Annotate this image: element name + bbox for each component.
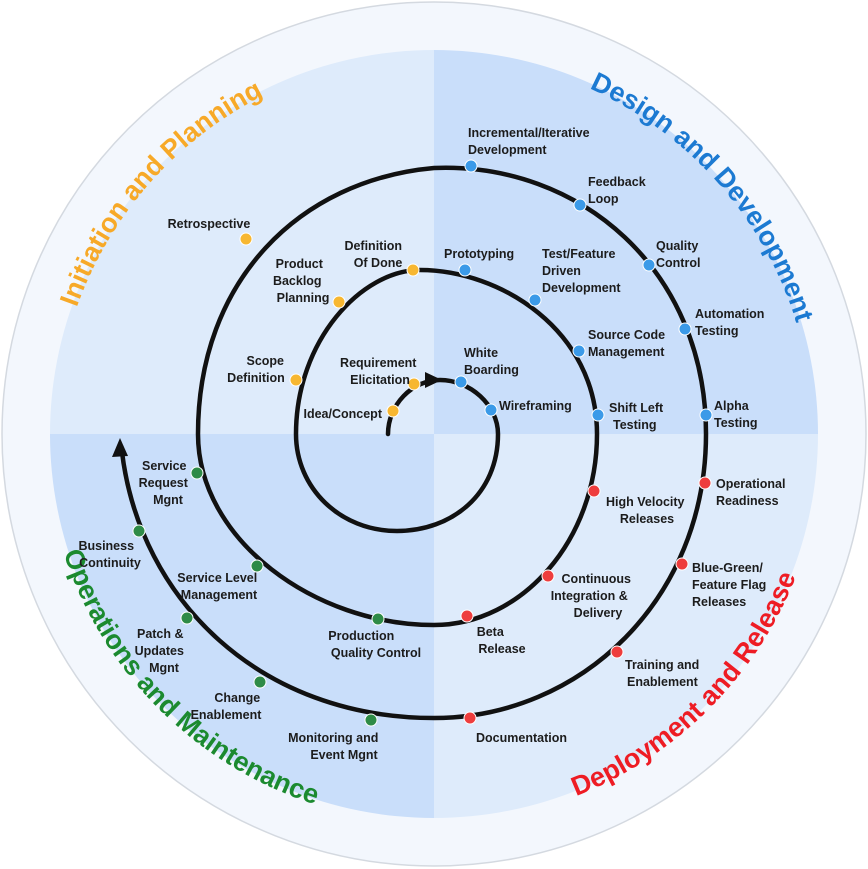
node-documentation — [463, 711, 477, 725]
node-definition-done — [406, 263, 420, 277]
node-service-level — [250, 559, 264, 573]
label-change-enablement: Change Enablement — [191, 691, 264, 722]
node-patch-updates — [180, 611, 194, 625]
node-test-feature — [528, 293, 542, 307]
node-production-qc — [371, 612, 385, 626]
label-patch-updates: Patch & Updates Mgnt — [135, 627, 188, 675]
label-automation-testing: Automation Testing — [695, 307, 768, 338]
node-requirement — [407, 377, 421, 391]
node-change-enablement — [253, 675, 267, 689]
label-documentation: Documentation — [476, 731, 567, 745]
label-source-code: Source Code Management — [588, 328, 669, 359]
label-operational-readiness: Operational Readiness — [716, 477, 789, 508]
node-operational-readiness — [698, 476, 712, 490]
label-training: Training and Enablement — [625, 658, 703, 689]
label-test-feature: Test/Feature Driven Development — [542, 247, 621, 295]
label-production-qc: Production Quality Control — [328, 629, 421, 660]
node-prototyping — [458, 263, 472, 277]
label-prototyping: Prototyping — [444, 247, 514, 261]
node-monitoring — [364, 713, 378, 727]
node-high-velocity — [587, 484, 601, 498]
label-beta-release: Beta Release — [477, 625, 526, 656]
node-automation-testing — [678, 322, 692, 336]
label-quality-control: Quality Control — [656, 239, 702, 270]
label-white-boarding: White Boarding — [464, 346, 519, 377]
node-idea — [386, 404, 400, 418]
label-high-velocity: High Velocity Releases — [606, 495, 688, 526]
node-beta-release — [460, 609, 474, 623]
label-service-level: Service Level Management — [177, 571, 260, 602]
spiral-nodes — [132, 159, 713, 727]
node-incremental — [464, 159, 478, 173]
spiral-path — [119, 165, 709, 721]
label-wireframing: Wireframing — [499, 399, 572, 413]
spiral-end-arrowhead — [112, 438, 128, 457]
label-product-backlog: Product Backlog Planning — [273, 257, 329, 305]
node-blue-green — [675, 557, 689, 571]
node-alpha-testing — [699, 408, 713, 422]
spiral-mid-arrowhead — [425, 372, 442, 388]
label-feedback-loop: Feedback Loop — [588, 175, 649, 206]
label-requirement: Requirement Elicitation — [340, 356, 420, 387]
node-wireframing — [484, 403, 498, 417]
label-alpha-testing: Alpha Testing — [714, 399, 758, 430]
node-shift-left — [591, 408, 605, 422]
node-product-backlog — [332, 295, 346, 309]
node-retrospective — [239, 232, 253, 246]
node-continuous-integration — [541, 569, 555, 583]
node-scope — [289, 373, 303, 387]
node-source-code — [572, 344, 586, 358]
node-feedback-loop — [573, 198, 587, 212]
node-white-boarding — [454, 375, 468, 389]
label-idea: Idea/Concept — [304, 407, 383, 421]
label-scope: Scope Definition — [227, 354, 287, 385]
node-training — [610, 645, 624, 659]
label-retrospective: Retrospective — [168, 217, 251, 231]
label-continuous-integration: Continuous Integration & Delivery — [551, 572, 635, 620]
label-business-continuity: Business Continuity — [78, 539, 140, 570]
label-shift-left: Shift Left Testing — [609, 401, 667, 432]
label-incremental: Incremental/Iterative Development — [468, 126, 593, 157]
label-service-request: Service Request Mgnt — [139, 459, 192, 507]
label-definition-done: Definition Of Done — [344, 239, 405, 270]
label-monitoring: Monitoring and Event Mgnt — [288, 731, 382, 762]
node-service-request — [190, 466, 204, 480]
label-blue-green: Blue-Green/ Feature Flag Releases — [692, 561, 770, 609]
node-quality-control — [642, 258, 656, 272]
node-business-continuity — [132, 524, 146, 538]
